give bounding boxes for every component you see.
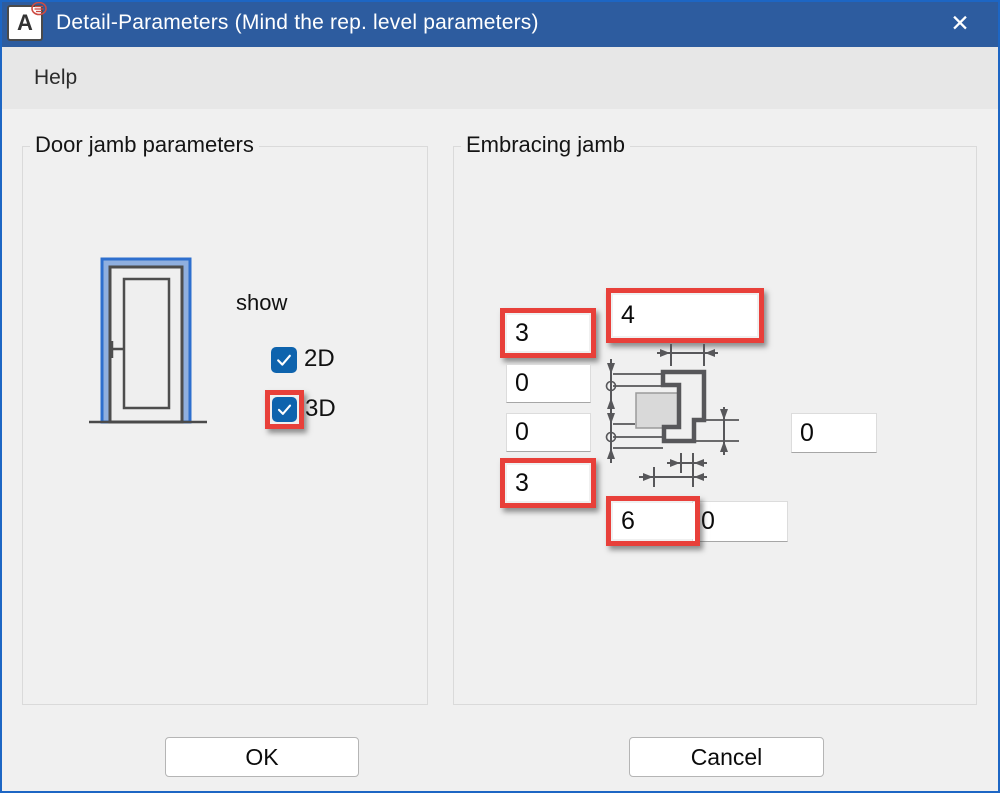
- checkbox-3d-label[interactable]: 3D: [305, 395, 336, 422]
- show-label: show: [236, 290, 288, 315]
- door-illustration: [89, 257, 207, 424]
- door-jamb-group-title: Door jamb parameters: [30, 132, 259, 158]
- field-bottom-right[interactable]: [692, 501, 788, 542]
- checkbox-2d-label[interactable]: 2D: [304, 345, 335, 372]
- checkbox-2d[interactable]: [271, 347, 297, 373]
- field-bottom-left[interactable]: [613, 503, 693, 539]
- highlight-annotation-left-top: [500, 308, 596, 358]
- titlebar: A Detail-Parameters (Mind the rep. level…: [0, 0, 1000, 47]
- field-left-top[interactable]: [507, 315, 589, 351]
- field-top-width[interactable]: [613, 295, 757, 336]
- checkbox-3d[interactable]: [272, 397, 297, 422]
- app-icon: A: [7, 1, 47, 41]
- app-icon-letter: A: [17, 10, 33, 35]
- embracing-jamb-group-title: Embracing jamb: [461, 132, 630, 158]
- ok-button[interactable]: OK: [165, 737, 359, 777]
- jamb-profile-drawing: [605, 344, 739, 487]
- highlight-annotation-bottom-left: [606, 496, 700, 546]
- red-seal-icon: [31, 1, 47, 16]
- highlight-annotation-left-bottom: [500, 458, 596, 508]
- window-title: Detail-Parameters (Mind the rep. level p…: [56, 11, 539, 34]
- close-icon: ✕: [950, 9, 970, 36]
- check-icon: [277, 354, 291, 366]
- highlight-annotation-3d: [265, 390, 304, 429]
- check-icon: [277, 404, 292, 415]
- highlight-annotation-top: [606, 288, 764, 343]
- menu-item-help[interactable]: Help: [34, 66, 78, 89]
- close-button[interactable]: ✕: [938, 4, 982, 42]
- field-right-side[interactable]: [791, 413, 877, 453]
- field-left-bottom[interactable]: [507, 465, 589, 501]
- door-jamb-groupbox: Door jamb parameters show 2D 3D: [22, 132, 428, 705]
- field-left-mid1[interactable]: [506, 364, 591, 403]
- menu-bar: Help: [0, 47, 1000, 109]
- cancel-button[interactable]: Cancel: [629, 737, 824, 777]
- embracing-jamb-groupbox: Embracing jamb: [453, 132, 977, 705]
- field-left-mid2[interactable]: [506, 413, 591, 452]
